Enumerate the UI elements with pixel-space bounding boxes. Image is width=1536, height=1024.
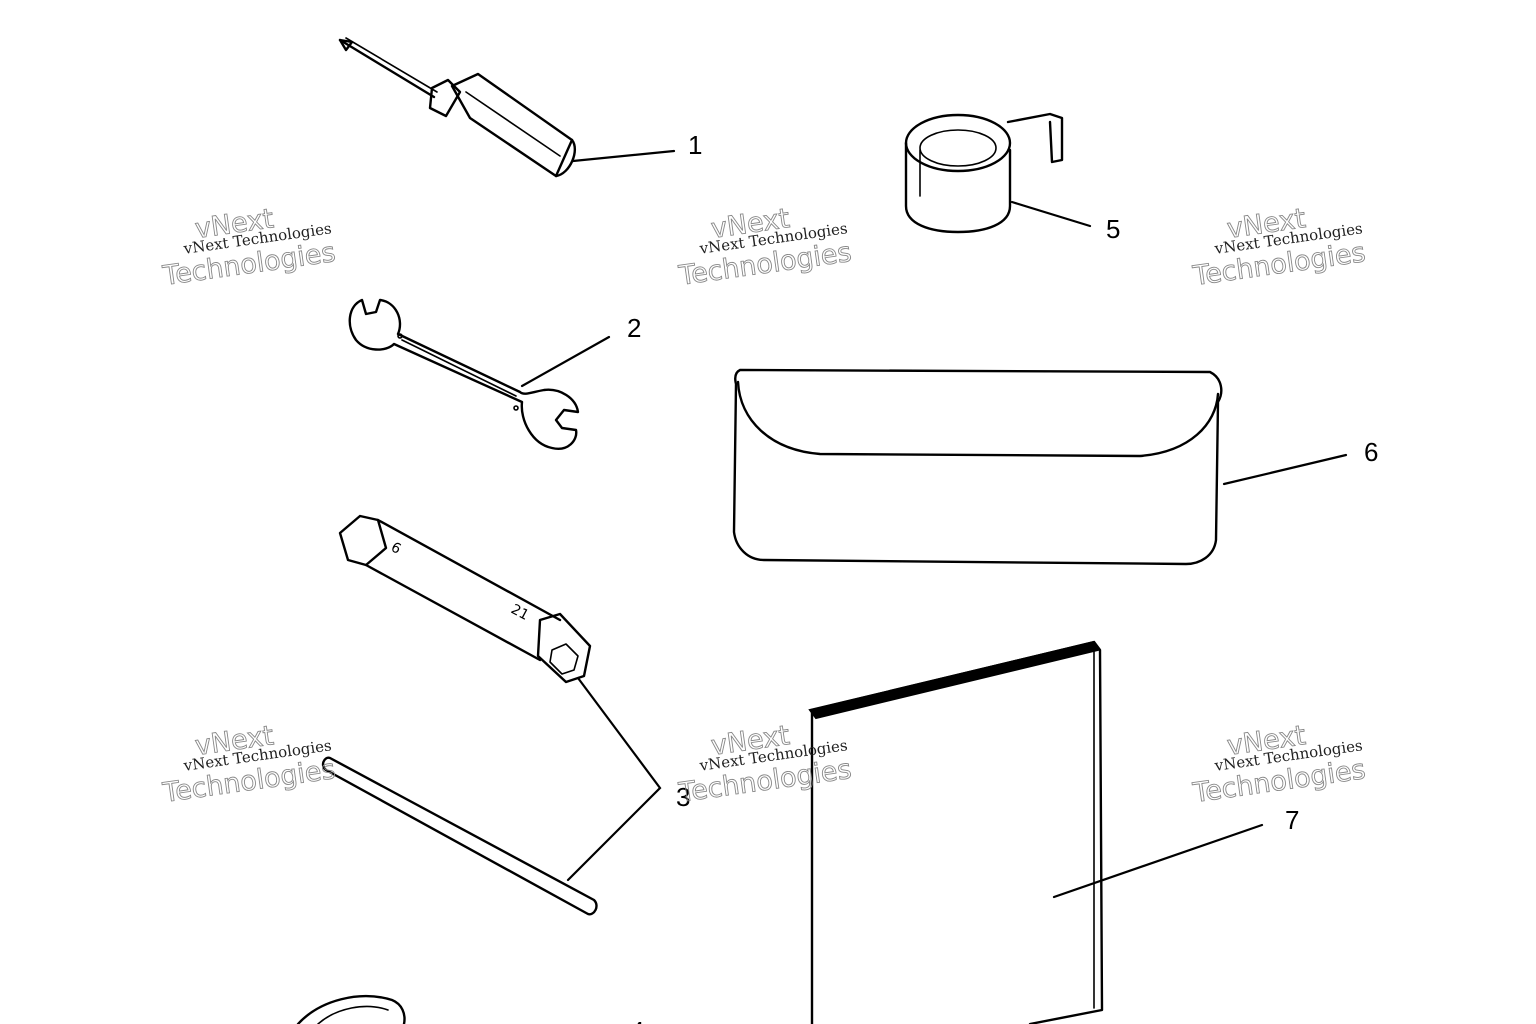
- callout-1: 1: [688, 130, 702, 160]
- watermark-bottom-center: vNext vNext Technologies Technologies: [676, 720, 854, 810]
- tool-pouch-drawing: [732, 368, 1223, 566]
- tommy-bar-drawing: [321, 756, 598, 916]
- watermark-bottom-left: vNext vNext Technologies Technologies: [160, 720, 338, 810]
- callout-2: 2: [627, 313, 641, 343]
- leader-line-5: [1010, 200, 1092, 228]
- strap-drawing: [296, 994, 406, 1024]
- watermark-bottom-right: vNext vNext Technologies Technologies: [1190, 720, 1368, 810]
- leader-line-3: [566, 676, 662, 882]
- callout-4: 4: [630, 1016, 644, 1024]
- leader-line-1: [571, 149, 676, 163]
- watermark-top-left: vNext vNext Technologies Technologies: [160, 203, 338, 293]
- svg-text:6: 6: [388, 539, 403, 557]
- leader-line-6: [1222, 453, 1348, 486]
- svg-text:21: 21: [508, 601, 531, 623]
- callout-6: 6: [1364, 437, 1378, 467]
- rolled-band-drawing: [904, 112, 1064, 234]
- callout-5: 5: [1106, 214, 1120, 244]
- callout-3: 3: [676, 782, 690, 812]
- owners-manual-drawing: [808, 640, 1104, 1024]
- open-end-wrench-drawing: [348, 298, 580, 450]
- screwdriver-drawing: [338, 37, 577, 178]
- watermark-top-right: vNext vNext Technologies Technologies: [1190, 203, 1368, 293]
- watermark-top-center: vNext vNext Technologies Technologies: [676, 203, 854, 293]
- spark-plug-socket-wrench-drawing: 6 21: [338, 514, 592, 684]
- leader-line-2: [520, 335, 611, 388]
- callout-7: 7: [1285, 805, 1299, 835]
- leader-line-7: [1052, 823, 1264, 899]
